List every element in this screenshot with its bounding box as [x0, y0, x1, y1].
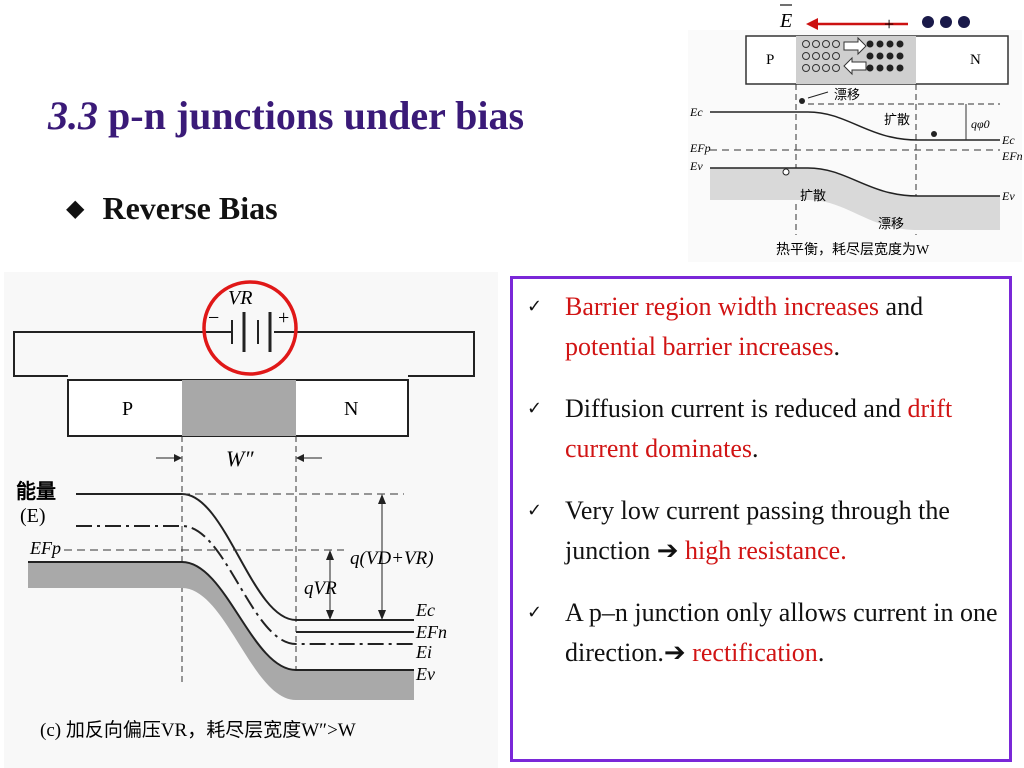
ec-label: Ec: [415, 600, 435, 620]
key-point-segment: .: [817, 638, 825, 667]
drift-label-holes: 漂移: [878, 216, 904, 231]
efn-label: EFn: [415, 622, 447, 642]
key-point-text: Very low current passing through the jun…: [565, 491, 1009, 571]
reverse-bias-band-diagram: VR − + P N W″ 能量 (E) EFp qVR q(VD+VR) Ec…: [4, 272, 498, 768]
key-point-segment: Barrier region width increases: [565, 292, 880, 321]
key-point-segment: .: [833, 332, 841, 361]
ei-label: Ei: [415, 642, 432, 662]
checkmark-icon: ✓: [527, 398, 543, 419]
phi-label: qφ0: [971, 117, 990, 131]
key-point-1: ✓ Barrier region width increases and pote…: [527, 287, 1009, 367]
ev-label: Ev: [415, 664, 435, 684]
key-point-2: ✓ Diffusion current is reduced and drift …: [527, 389, 1009, 469]
efp-label: EFp: [29, 538, 61, 558]
key-point-text: A p–n junction only allows current in on…: [565, 593, 1009, 673]
plus-sign: +: [884, 14, 894, 34]
diamond-bullet-icon: ◆: [66, 196, 85, 222]
bottom-figure-caption: (c) 加反向偏压VR，耗尽层宽度W″>W: [40, 719, 356, 741]
e-field-label: E: [779, 10, 792, 32]
vr-battery-label: VR: [228, 287, 252, 309]
key-point-3: ✓ Very low current passing through the ju…: [527, 491, 1009, 571]
bullet-text: Reverse Bias: [102, 190, 278, 226]
battery-highlight-circle: [202, 280, 298, 376]
energy-symbol: (E): [20, 505, 46, 527]
width-w-label: W″: [226, 446, 254, 471]
n-region-label: N: [344, 398, 358, 420]
key-point-4: ✓ A p–n junction only allows current in o…: [527, 593, 1009, 673]
battery-plus: +: [278, 307, 289, 329]
title-text: p-n junctions under bias: [108, 93, 525, 138]
top-figure-caption: 热平衡，耗尽层宽度为W: [776, 241, 930, 258]
n-region-label: N: [970, 52, 981, 68]
key-point-text: Diffusion current is reduced and drift c…: [565, 389, 1009, 469]
slide-title: 3.3 p-n junctions under bias: [48, 92, 524, 139]
checkmark-icon: ✓: [527, 602, 543, 623]
ec-right-label: Ec: [1001, 133, 1015, 147]
key-point-segment: potential barrier increases: [565, 332, 834, 361]
bullet-reverse-bias: ◆ Reverse Bias: [66, 190, 278, 227]
qvr-label: qVR: [304, 578, 337, 599]
key-points-list: ✓ Barrier region width increases and pote…: [513, 279, 1009, 673]
diffusion-label-electrons: 扩散: [884, 112, 910, 127]
ev-right-label: Ev: [1001, 189, 1015, 203]
p-region-label: P: [766, 52, 774, 68]
efn-label: EFn: [1001, 149, 1022, 163]
key-point-segment: rectification: [692, 638, 818, 667]
checkmark-icon: ✓: [527, 296, 543, 317]
key-point-segment: and: [879, 292, 924, 321]
key-point-segment: .: [752, 434, 759, 463]
key-point-segment: A p–n junction only allows current in on…: [565, 598, 998, 667]
title-number: 3.3: [48, 93, 98, 138]
drift-label-electrons: 漂移: [834, 87, 860, 102]
energy-label: 能量: [16, 479, 56, 503]
key-point-segment: high resistance.: [685, 536, 847, 565]
key-points-box: ✓ Barrier region width increases and pote…: [510, 276, 1012, 762]
battery-minus: −: [208, 307, 219, 329]
ev-left-label: Ev: [689, 159, 703, 173]
p-region-label: P: [122, 398, 133, 420]
barrier-height-label: q(VD+VR): [350, 548, 434, 569]
key-point-segment: Diffusion current is reduced and: [565, 394, 908, 423]
checkmark-icon: ✓: [527, 500, 543, 521]
key-point-text: Barrier region width increases and poten…: [565, 287, 1009, 367]
efp-label: EFp: [689, 141, 711, 155]
key-point-segment: drift current dominates: [565, 394, 953, 463]
key-point-segment: Very low current passing through the jun…: [565, 496, 950, 565]
ec-left-label: Ec: [689, 105, 703, 119]
diffusion-label-holes: 扩散: [800, 188, 826, 203]
equilibrium-band-diagram: E + P N qφ0 漂移 扩散 扩散 漂移 Ec EFp Ev Ec EFn…: [688, 4, 1022, 262]
